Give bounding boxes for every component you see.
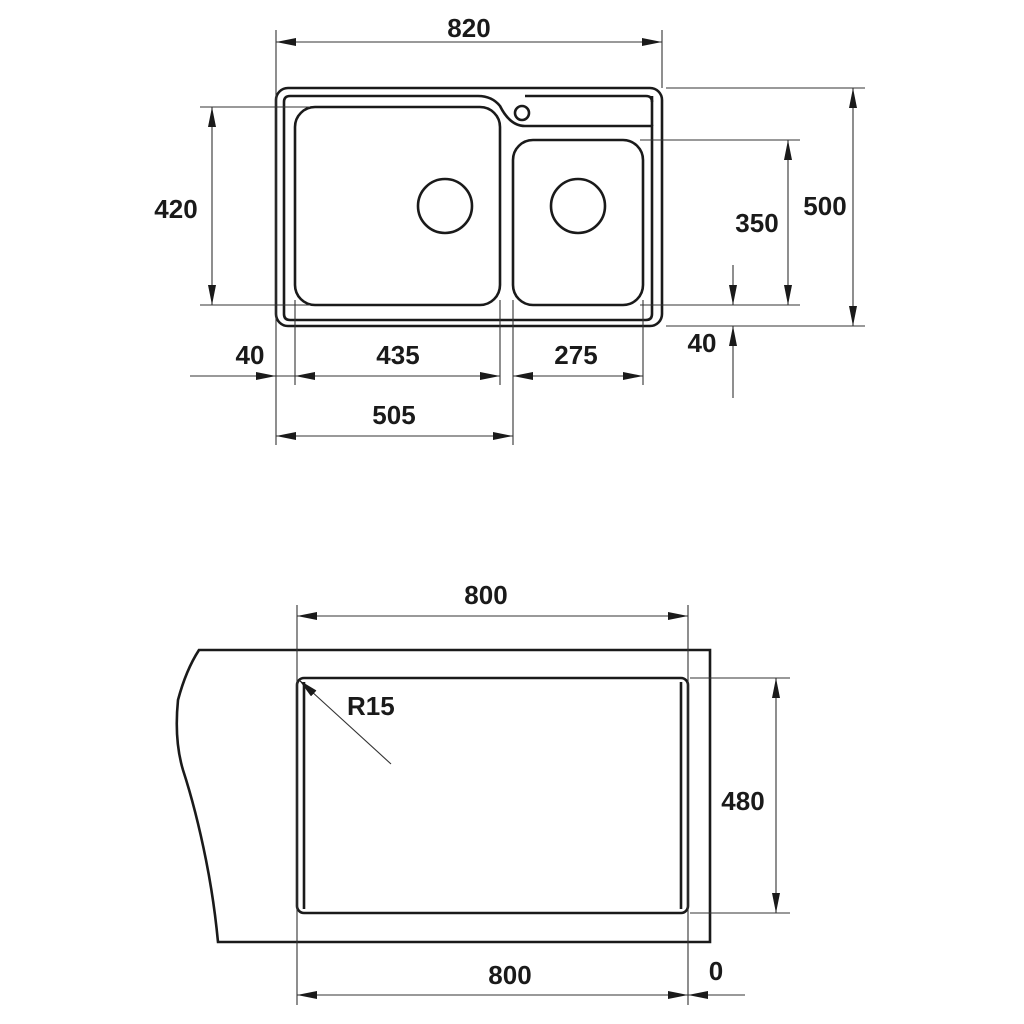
dim-corner-radius: R15 (298, 679, 395, 765)
dim-right-offset: 0 (688, 956, 745, 999)
dim-label-800-bottom: 800 (488, 960, 531, 990)
tap-hole (513, 104, 531, 122)
dim-label-800-top: 800 (464, 580, 507, 610)
large-bowl-drain (416, 177, 474, 235)
dim-cutout-depth: 480 (721, 678, 780, 913)
dim-small-bowl-width: 275 (513, 340, 643, 380)
dim-cutout-top-width: 800 (297, 580, 688, 620)
dim-label-500: 500 (803, 191, 846, 221)
dim-label-275: 275 (554, 340, 597, 370)
cutout-extension-lines (296, 605, 790, 1005)
rim-top-right (525, 94, 654, 103)
dim-large-bowl-width: 435 (295, 340, 500, 380)
countertop-outline (175, 648, 712, 944)
sink-inner-rim (282, 94, 654, 322)
dim-label-350: 350 (735, 208, 778, 238)
dim-small-bowl-depth: 350 (735, 140, 792, 305)
dim-label-r15: R15 (347, 691, 395, 721)
dim-label-40-left: 40 (236, 340, 265, 370)
dim-front-offset: 40 (688, 265, 737, 398)
dim-cutout-bottom-width: 800 (297, 960, 688, 999)
top-view-sink (274, 86, 664, 328)
dim-label-40-right: 40 (688, 328, 717, 358)
dim-overall-width: 820 (276, 13, 662, 46)
dim-large-bowl-depth: 420 (154, 107, 216, 305)
large-bowl (293, 105, 502, 307)
dim-label-480: 480 (721, 786, 764, 816)
small-bowl-drain (549, 177, 607, 235)
dim-label-820: 820 (447, 13, 490, 43)
dim-label-435: 435 (376, 340, 419, 370)
dim-label-0: 0 (709, 956, 723, 986)
dim-overall-depth: 500 (803, 88, 857, 326)
small-bowl (511, 138, 645, 307)
dim-label-420: 420 (154, 194, 197, 224)
dim-label-505: 505 (372, 400, 415, 430)
dim-left-margin: 40 (190, 340, 295, 380)
cutout-view (175, 648, 712, 944)
dim-cutout-to-divider: 505 (276, 400, 513, 440)
